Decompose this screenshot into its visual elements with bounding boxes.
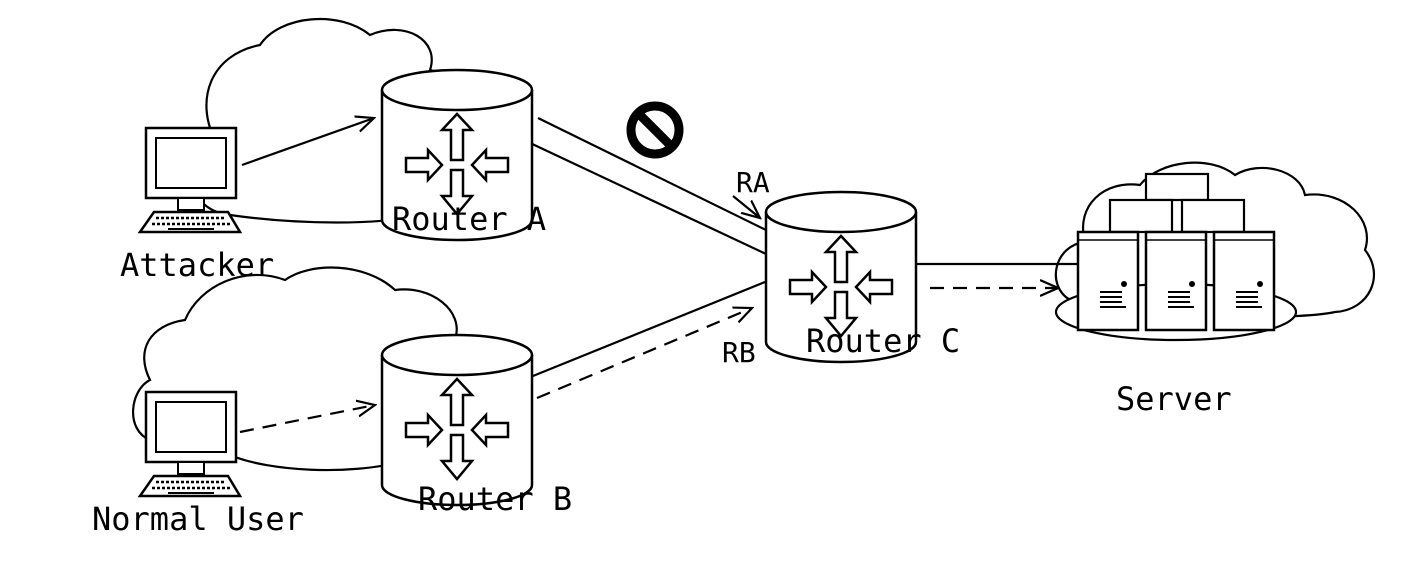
rb-label: RB	[722, 336, 756, 369]
router-a-label: Router A	[392, 200, 546, 238]
ra-arrow	[732, 195, 760, 218]
router-c-label: Router C	[806, 322, 960, 360]
server-icon	[1054, 172, 1298, 342]
prohibited-icon	[626, 101, 684, 159]
router-b-label: Router B	[418, 480, 572, 518]
attacker-computer-icon	[138, 126, 242, 234]
link-a-to-c	[527, 117, 771, 255]
attack-traffic-arrow	[241, 118, 374, 167]
normal-user-label: Normal User	[92, 500, 304, 538]
link-b-to-c	[527, 280, 766, 380]
attacker-label: Attacker	[120, 246, 274, 284]
normal-user-computer-icon	[138, 390, 242, 498]
server-label: Server	[1116, 380, 1232, 418]
normal-traffic-b-to-c-arrow	[536, 308, 752, 400]
ra-label: RA	[736, 166, 770, 199]
